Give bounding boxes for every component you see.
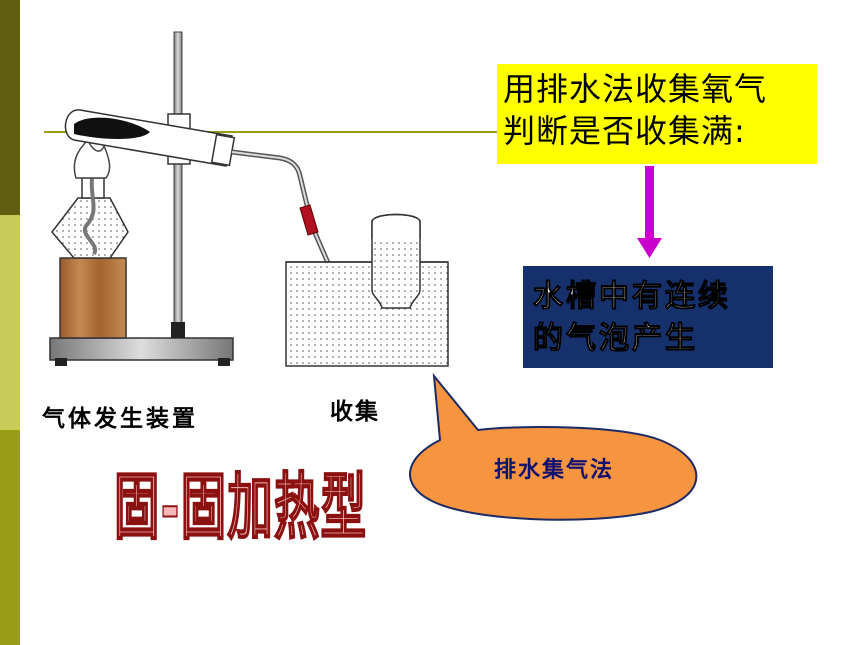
stand-rod <box>173 31 183 333</box>
sidebar-segment-middle <box>0 215 20 430</box>
stand-rod-foot <box>171 322 185 338</box>
sidebar-decoration <box>0 0 20 645</box>
stand-foot-left <box>55 358 67 366</box>
rubber-connector <box>299 204 319 236</box>
sidebar-segment-bottom <box>0 430 20 645</box>
stand-base <box>49 337 234 361</box>
sidebar-segment-top <box>0 0 20 215</box>
speech-bubble <box>408 372 698 521</box>
stand-foot-right <box>218 358 230 366</box>
reagent <box>74 117 150 139</box>
collect-label: 收集 <box>330 398 380 425</box>
method-label: 排水集气法 <box>493 457 614 483</box>
answer-line-1: 水槽中有连续 <box>533 279 731 315</box>
alcohol-lamp <box>51 197 129 259</box>
water-trough <box>285 261 449 367</box>
tube-stopper <box>210 133 236 167</box>
callout-line-1: 用排水法收集氧气 <box>503 70 768 108</box>
apparatus-type-title: 固-固加热型 <box>113 464 368 550</box>
callout-line-2: 判断是否收集满: <box>503 112 746 150</box>
question-callout: 用排水法收集氧气 判断是否收集满: <box>497 64 817 164</box>
answer-line-2: 的气泡产生 <box>533 321 698 357</box>
arrow-shaft <box>645 166 654 244</box>
lamp-wick <box>82 177 98 256</box>
arrow-head <box>637 238 662 258</box>
answer-box: 水槽中有连续 的气泡产生 <box>523 266 773 368</box>
wood-block <box>59 257 127 339</box>
lamp-flame <box>73 138 111 179</box>
device-label: 气体发生装置 <box>42 405 198 432</box>
